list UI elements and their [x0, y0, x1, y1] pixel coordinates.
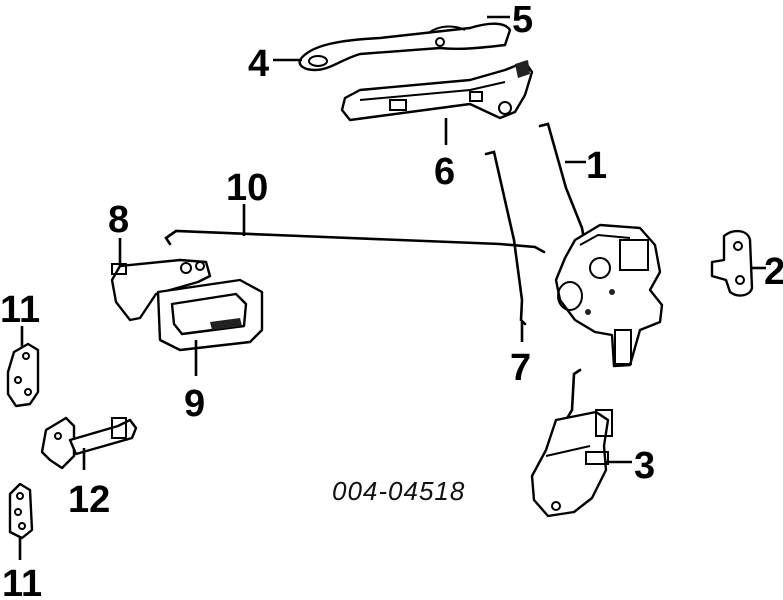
callout-4: 4 — [248, 43, 269, 85]
diagram-code: 004-04518 — [332, 476, 465, 506]
callout-2: 2 — [764, 251, 783, 293]
door-check-part — [40, 416, 138, 470]
control-rod-part — [484, 150, 527, 326]
callout-5: 5 — [512, 0, 533, 41]
lock-actuator-part — [530, 368, 613, 518]
inside-handle-part — [110, 258, 264, 352]
long-rod-part — [164, 229, 546, 254]
callout-11-top: 11 — [0, 289, 40, 331]
handle-frame-part — [340, 60, 534, 122]
callout-9: 9 — [184, 383, 205, 425]
door-lock-assembly-part — [554, 223, 664, 368]
callout-1: 1 — [586, 145, 607, 187]
lower-hinge-part — [8, 482, 34, 540]
callout-12: 12 — [68, 479, 110, 521]
callout-8: 8 — [108, 199, 129, 241]
callout-10: 10 — [226, 167, 268, 209]
striker-part — [710, 229, 754, 297]
callout-3: 3 — [634, 445, 655, 487]
upper-hinge-part — [6, 342, 40, 408]
callout-11-bottom: 11 — [2, 563, 42, 600]
callout-6: 6 — [434, 151, 455, 193]
lock-rod-part — [538, 122, 588, 252]
callout-7: 7 — [510, 347, 531, 389]
outside-handle-part — [298, 22, 512, 72]
